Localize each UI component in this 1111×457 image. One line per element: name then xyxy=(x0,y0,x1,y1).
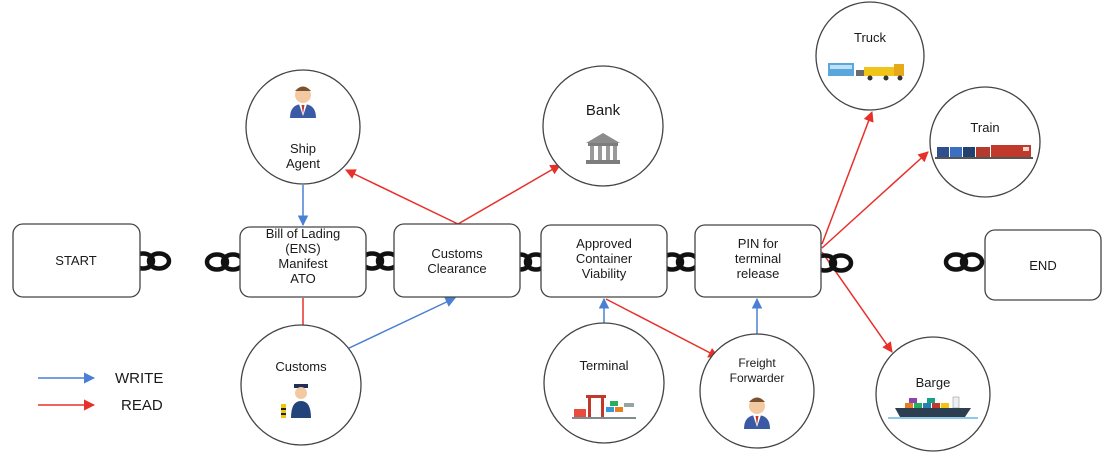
actor-customs: Customs xyxy=(240,324,362,446)
legend: WRITE READ xyxy=(38,370,163,414)
actor-train: Train xyxy=(929,86,1041,198)
bol-label-line: Bill of Lading xyxy=(266,226,340,241)
chain-link-icon xyxy=(359,251,401,271)
pin-label-line: terminal xyxy=(735,251,781,266)
truck-label-line: Truck xyxy=(854,30,887,45)
businessman-icon xyxy=(744,397,770,429)
svg-text:START: START xyxy=(55,253,96,268)
svg-text:Bank: Bank xyxy=(586,102,621,119)
truck-icon xyxy=(828,63,904,81)
chain-link-icon xyxy=(204,252,246,272)
svg-text:END: END xyxy=(1029,258,1056,273)
container-label-line: Approved xyxy=(576,236,632,251)
svg-text:Truck: Truck xyxy=(854,30,887,45)
bank-label-line: Bank xyxy=(586,102,621,119)
read-arrow-pin-to-train xyxy=(821,151,929,249)
pin-label-line: PIN for xyxy=(738,236,779,251)
process-block-end: END xyxy=(984,229,1102,301)
ship-icon xyxy=(888,396,978,419)
read-arrow-customs-clearance-to-ship-agent xyxy=(345,169,459,225)
read-arrow-customs-clearance-to-bank xyxy=(457,164,561,225)
read-arrow-container-to-freight-forwarder xyxy=(605,298,719,358)
bol-label-line: (ENS) xyxy=(285,241,320,256)
actor-terminal: Terminal xyxy=(543,322,665,444)
pin-label-line: release xyxy=(737,266,780,281)
svg-text:Customs: Customs xyxy=(275,359,327,374)
customs-label-line: Customs xyxy=(275,359,327,374)
customs-clearance-label-line: Customs xyxy=(431,246,483,261)
process-block-start: START xyxy=(12,223,141,298)
bank-icon xyxy=(586,133,620,164)
terminal-label-line: Terminal xyxy=(579,358,628,373)
svg-text:Barge: Barge xyxy=(916,375,951,390)
train-icon xyxy=(935,145,1033,159)
chain-link-icon xyxy=(943,252,985,272)
customs-clearance-label-line: Clearance xyxy=(427,261,486,276)
train-label-line: Train xyxy=(970,120,999,135)
freight-forwarder-label-line: Forwarder xyxy=(730,371,785,385)
actor-truck: Truck xyxy=(815,1,925,111)
read-arrow-pin-to-truck xyxy=(821,111,874,245)
svg-text:Terminal: Terminal xyxy=(579,358,628,373)
container-label-line: Viability xyxy=(582,266,627,281)
ship-agent-label-line: Agent xyxy=(286,156,320,171)
businessman-icon xyxy=(290,86,316,118)
terminal-icon xyxy=(572,395,636,419)
bol-label-line: ATO xyxy=(290,271,316,286)
container-label-line: Container xyxy=(576,251,633,266)
actor-barge: Barge xyxy=(875,336,991,452)
freight-forwarder-label-line: Freight xyxy=(738,356,776,370)
svg-text:Train: Train xyxy=(970,120,999,135)
end-label-line: END xyxy=(1029,258,1056,273)
legend-read-label: READ xyxy=(121,397,163,414)
customs-officer-icon xyxy=(281,384,311,418)
bol-label-line: Manifest xyxy=(278,256,328,271)
actor-bank: Bank xyxy=(542,65,664,187)
write-arrow-customs-to-customs-clearance xyxy=(344,297,456,351)
legend-write-label: WRITE xyxy=(115,370,163,387)
barge-label-line: Barge xyxy=(916,375,951,390)
ship-agent-label-line: Ship xyxy=(290,141,316,156)
start-label-line: START xyxy=(55,253,96,268)
